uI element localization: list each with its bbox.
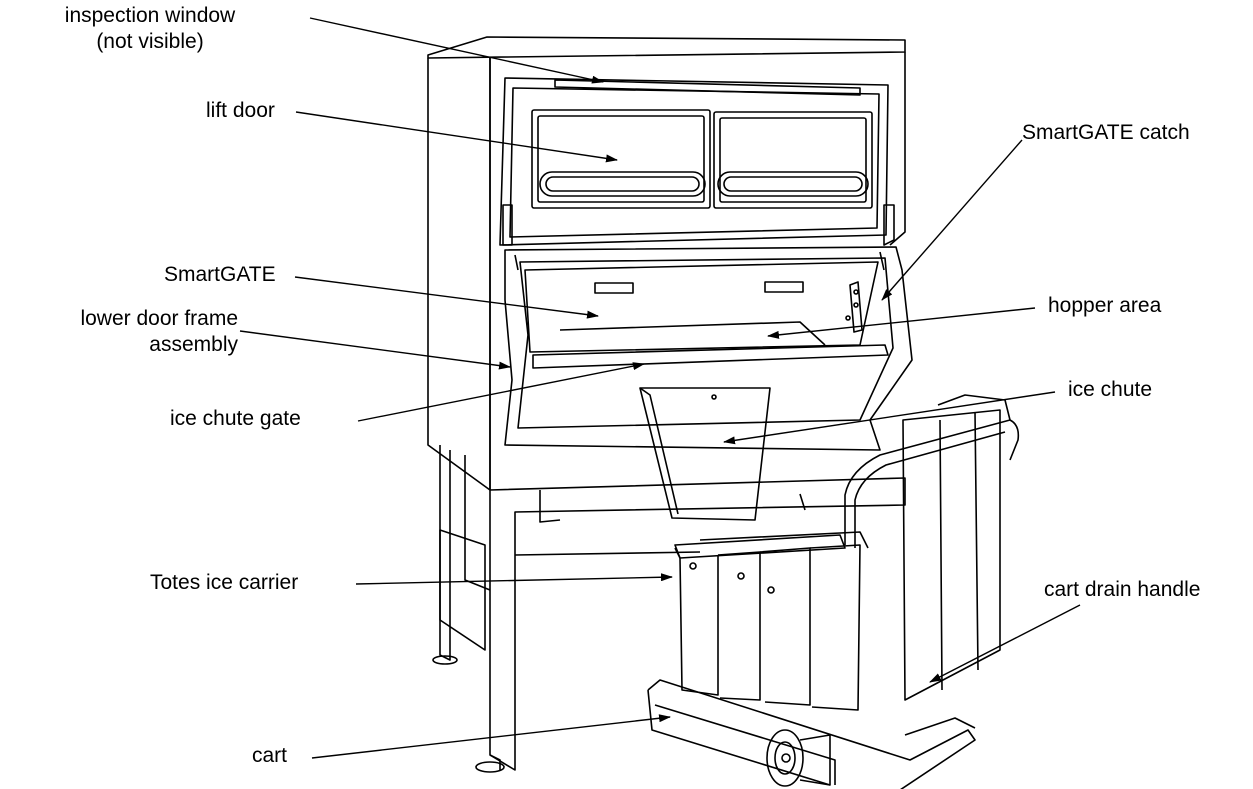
lower-door-frame (504, 246, 913, 451)
lift-door-handle-right (717, 171, 869, 197)
label-lower-door-frame: lower door frame assembly (0, 306, 238, 358)
cabinet-left-side (427, 58, 491, 491)
hinge-right (883, 204, 895, 246)
label-lower-door-frame-line1: lower door frame (80, 307, 238, 330)
base-frame (489, 477, 906, 771)
label-lower-door-frame-line2: assembly (149, 333, 238, 356)
cart-handle (844, 419, 1020, 545)
hopper-ledge (559, 321, 826, 346)
cart-drain-handle (904, 717, 976, 736)
leader-ice-chute (723, 391, 1056, 445)
cart-wheel (766, 729, 804, 787)
leader-totes-ice-carrier (355, 573, 673, 585)
label-inspection-window-line1: inspection window (64, 4, 236, 27)
label-totes-ice-carrier: Totes ice carrier (150, 571, 299, 594)
totes (674, 531, 869, 711)
label-smartgate-catch: SmartGATE catch (1022, 121, 1190, 144)
cart-tray (647, 679, 976, 789)
ice-chute-body (639, 387, 771, 521)
leader-inspection-window (309, 17, 604, 84)
leader-smartgate-catch (881, 139, 1023, 301)
hinge-left (502, 204, 513, 246)
label-inspection-window-line2: (not visible) (96, 30, 204, 53)
label-ice-chute-gate: ice chute gate (170, 407, 301, 430)
label-inspection-window: inspection window (not visible) (30, 3, 270, 55)
ice-machine-illustration (427, 36, 1020, 789)
lift-door-frame (499, 77, 889, 246)
ice-chute-gate-bar (532, 344, 889, 369)
lift-door-panel-left (531, 109, 711, 209)
leader-lift-door (295, 111, 618, 163)
label-lift-door: lift door (206, 99, 275, 122)
leader-cart-drain-handle (929, 604, 1081, 683)
leader-cart (311, 714, 671, 759)
leader-smartgate (294, 276, 599, 319)
leader-hopper-area (767, 307, 1036, 339)
leader-ice-chute-gate (357, 362, 645, 422)
left-leg (439, 445, 451, 661)
cabinet-right-side (889, 52, 906, 246)
lift-door-handle-left (539, 171, 706, 197)
leader-lines (239, 17, 1081, 759)
label-hopper-area: hopper area (1048, 294, 1162, 317)
label-ice-chute: ice chute (1068, 378, 1153, 401)
smartgate-catch-part (849, 281, 863, 333)
label-smartgate: SmartGATE (164, 263, 276, 286)
leader-lower-door-frame (239, 330, 511, 370)
label-cart: cart (252, 744, 288, 767)
cabinet-top (427, 36, 906, 59)
inspection-window-strip (554, 79, 861, 96)
lift-door-panel-right (713, 111, 873, 209)
right-leg (489, 754, 501, 770)
label-cart-drain-handle: cart drain handle (1044, 578, 1201, 601)
smartgate-panel (524, 261, 879, 353)
